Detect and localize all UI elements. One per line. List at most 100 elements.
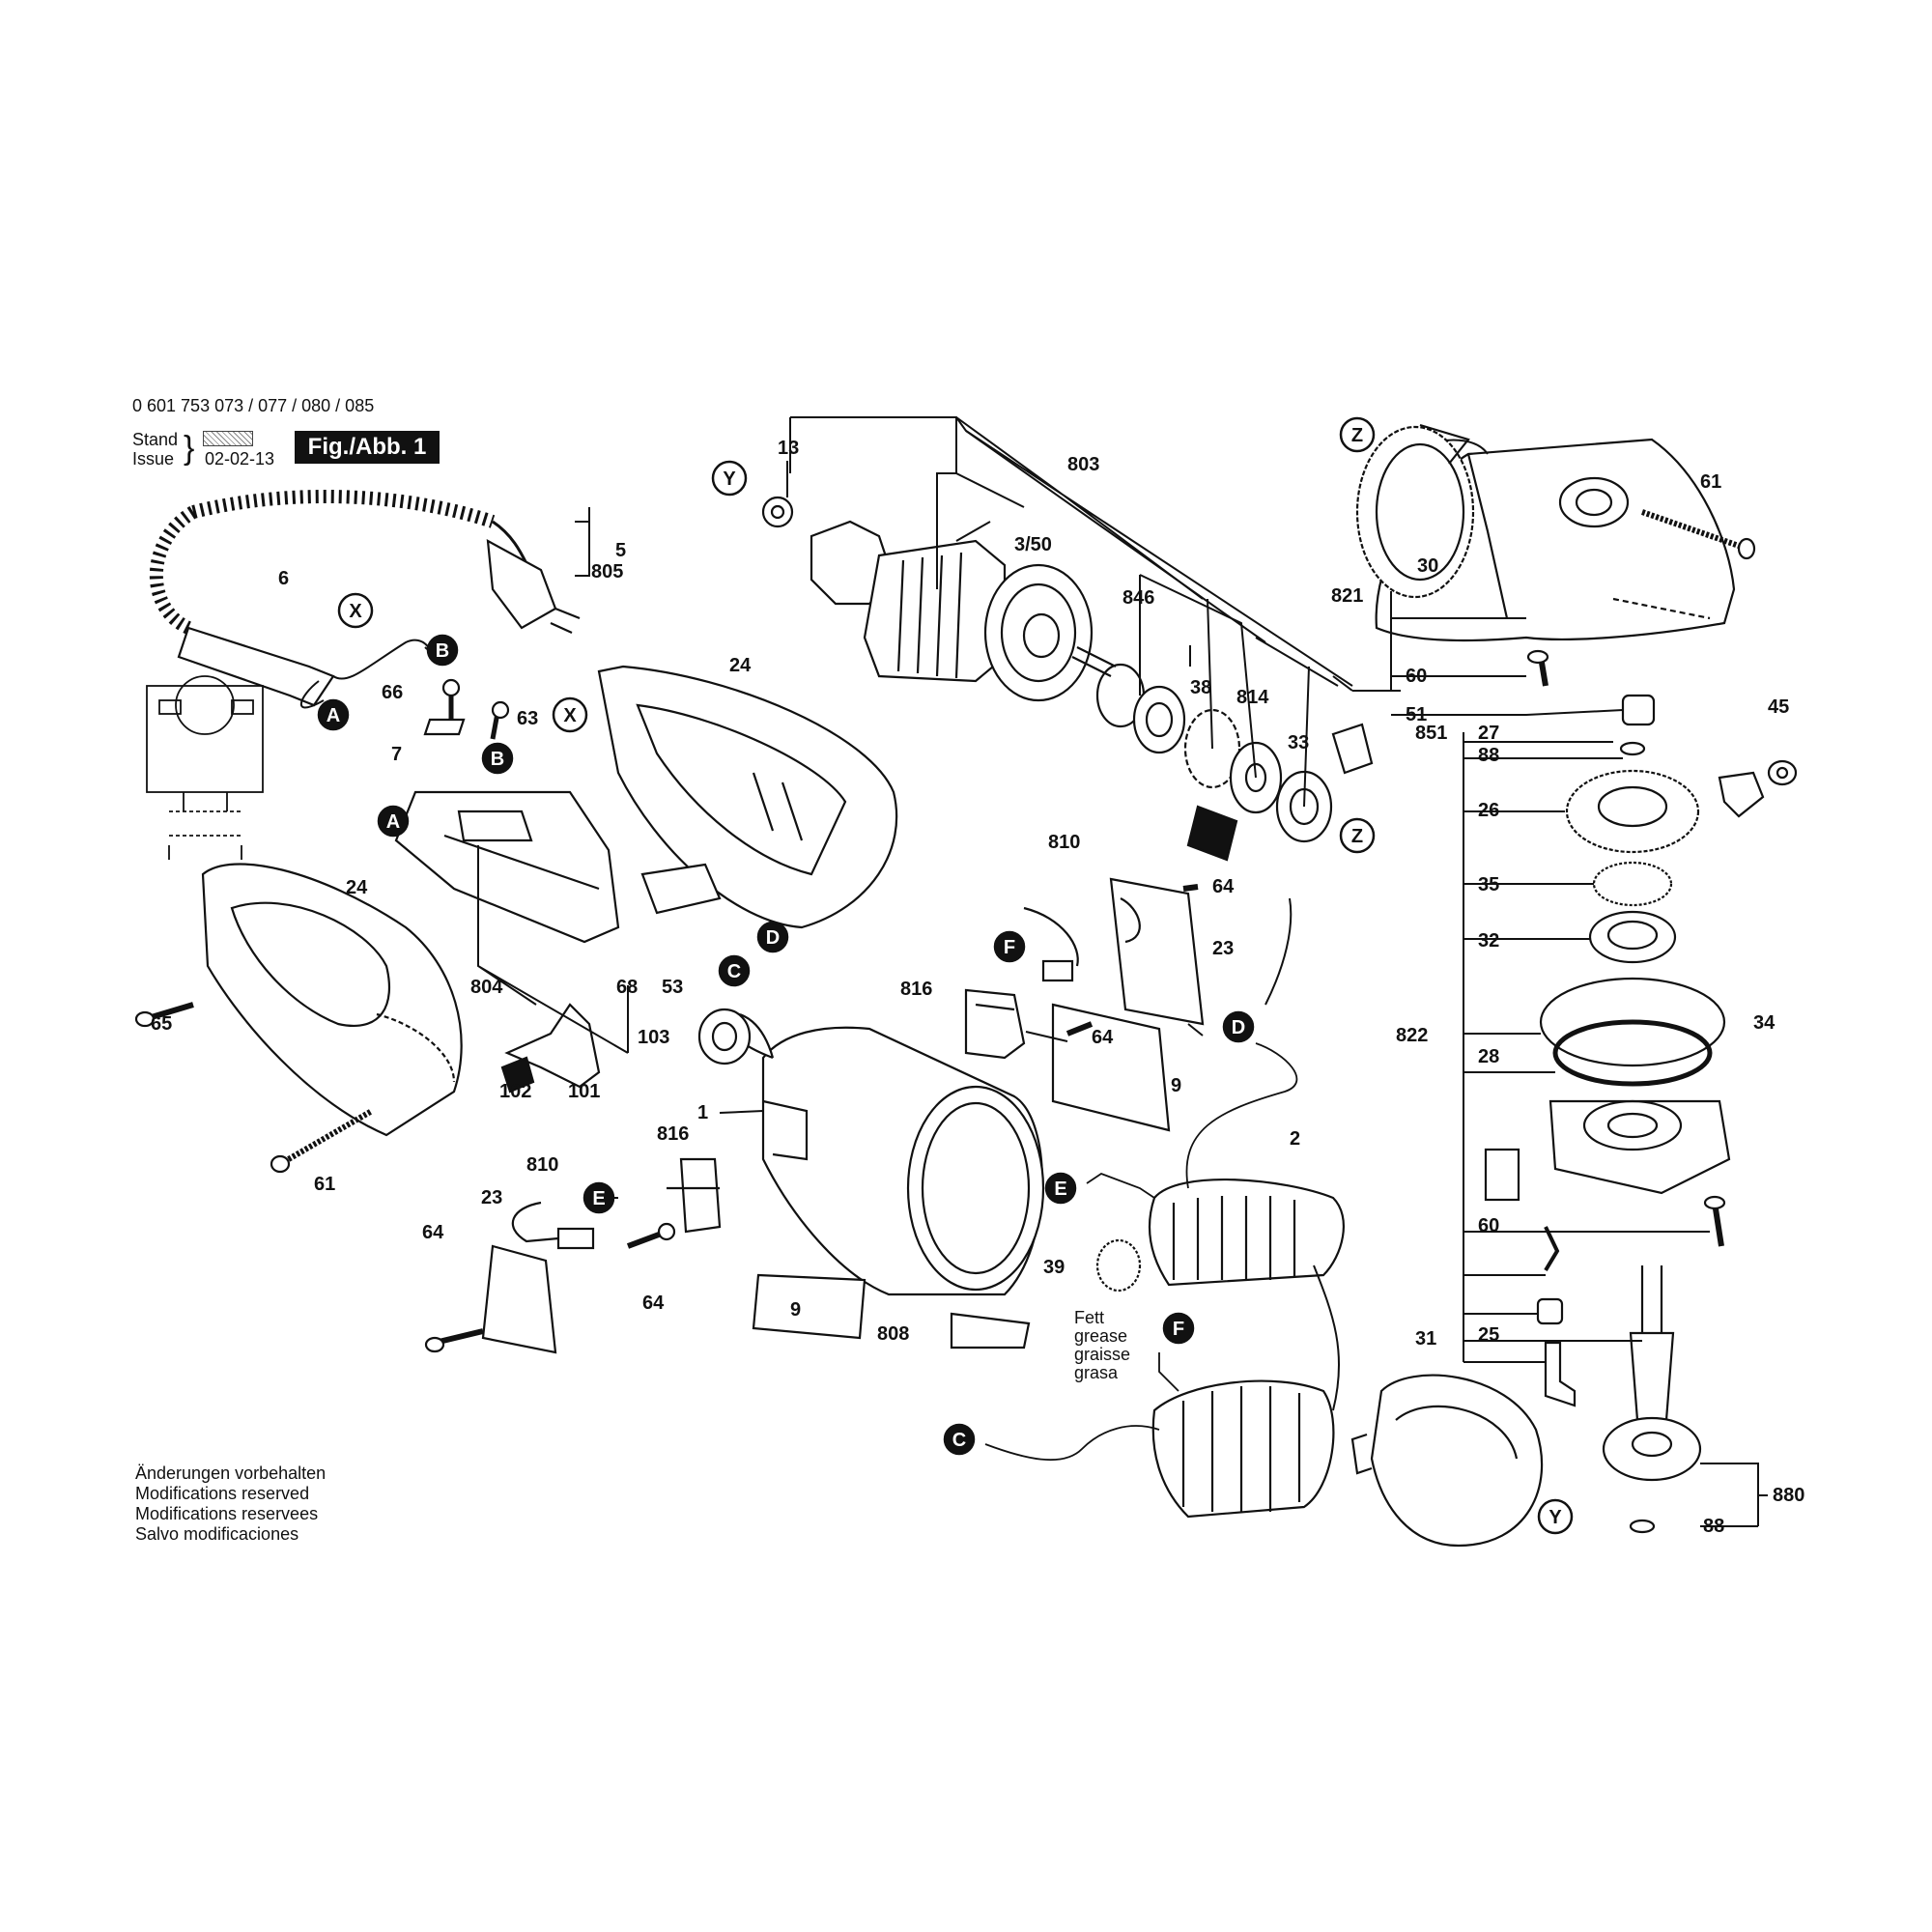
part-label-810-upper: 810 [1048,832,1080,853]
bracket-symbol: } [184,430,195,467]
part-label-24-upper: 24 [729,655,752,676]
bevel-gear-30 [1355,423,1475,599]
gear-stack [1484,741,1731,1534]
connector-b-switch [481,742,514,775]
connector-b-cord-letter: B [436,640,449,662]
connector-markers [317,416,1574,1535]
part-label-5: 5 [615,540,626,561]
armature [761,496,1117,702]
connector-x-cord [337,592,374,629]
notice-line: Modifications reserved [135,1484,310,1503]
connector-letters: X B A Y X B A D C Z Z F D E E F C Y [327,425,1563,1528]
connector-z-top-letter: Z [1351,425,1363,446]
part-label-26: 26 [1478,800,1499,821]
connector-c-lower [943,1423,976,1456]
connector-f-upper [993,930,1026,963]
part-label-25: 25 [1478,1324,1499,1346]
motor-housing [722,1012,1045,1350]
part-label-64-left: 64 [422,1222,444,1243]
connector-d-right [1222,1010,1255,1043]
connector-e-right [1044,1172,1077,1205]
part-label-880: 880 [1773,1485,1804,1506]
wires [984,1042,1298,1462]
part-label-27: 27 [1478,723,1499,744]
grease-note-line: grasa [1074,1363,1119,1382]
connector-x-cord-letter: X [349,601,362,622]
switch-assembly [394,678,722,944]
housing-half-24-lower [134,863,463,1174]
part-label-6: 6 [278,568,289,589]
connector-z-top [1339,416,1376,453]
part-label-65: 65 [151,1013,172,1035]
grease-note-line: Fett [1074,1308,1105,1327]
brush-holder-816a [964,988,1026,1060]
brush-holder-816b [667,1157,722,1234]
part-label-816-lower: 816 [657,1123,689,1145]
connector-e-left [582,1181,615,1214]
field-coil-upper [1148,1178,1345,1287]
part-label-51: 51 [1406,704,1427,725]
part-label-1: 1 [697,1102,708,1123]
stand-label: Stand [132,430,179,449]
part-label-821: 821 [1331,585,1363,607]
connector-d-switch [756,921,789,953]
part-label-804: 804 [470,977,503,998]
connector-e-right-letter: E [1054,1179,1066,1200]
connector-z-bearing [1339,817,1376,854]
housing-half-24-upper [597,665,898,929]
part-label-103: 103 [638,1027,669,1048]
part-label-851: 851 [1415,723,1447,744]
part-label-9-lower: 9 [790,1299,801,1321]
part-label-61-top: 61 [1700,471,1721,493]
issue-label: Issue [132,449,175,469]
part-label-31: 31 [1415,1328,1436,1350]
wiring-schematic [146,675,264,860]
part-label-64-lower: 64 [642,1293,665,1314]
part-label-30: 30 [1417,555,1438,577]
connector-c-lower-letter: C [952,1430,966,1451]
part-label-33: 33 [1288,732,1309,753]
bearing-103 [697,1008,752,1065]
part-label-102: 102 [499,1081,531,1102]
part-label-39: 39 [1043,1257,1065,1278]
notice-line: Änderungen vorbehalten [135,1463,327,1483]
part-label-38: 38 [1190,677,1211,698]
grease-note-line: grease [1074,1326,1128,1346]
end-cap-23b [424,884,1199,1354]
wheel-guard [1350,1374,1544,1548]
bearing-39 [1095,1238,1142,1293]
part-label-846: 846 [1122,587,1154,609]
grease-note: Fett grease graisse grasa [1074,1309,1130,1382]
part-label-64-upper: 64 [1212,876,1235,897]
connector-f-upper-letter: F [1004,937,1015,958]
part-label-88-bottom: 88 [1703,1516,1724,1537]
part-label-816-upper: 816 [900,979,932,1000]
part-label-45: 45 [1768,696,1789,718]
part-label-60-top: 60 [1406,666,1427,687]
connector-a-switch [377,805,410,838]
part-label-814: 814 [1236,687,1269,708]
part-label-101: 101 [568,1081,600,1102]
part-label-28: 28 [1478,1046,1499,1067]
part-label-53: 53 [662,977,683,998]
part-label-88-top: 88 [1478,745,1499,766]
part-label-60-mid: 60 [1478,1215,1499,1236]
screws-top-right [1526,509,1798,818]
figure-label: Fig./Abb. 1 [295,431,440,464]
connector-d-right-letter: D [1232,1017,1245,1038]
connector-y-top [711,460,748,497]
field-coil-lower [1151,1379,1335,1519]
brush-810b [511,1201,595,1250]
connector-c-switch [718,954,751,987]
part-labels: 13 803 3/50 846 38 814 33 61 30 821 60 5… [151,438,1804,1537]
part-label-63: 63 [517,708,538,729]
part-label-810-lower: 810 [526,1154,558,1176]
part-label-822: 822 [1396,1025,1428,1046]
connector-x-handle-letter: X [563,705,577,726]
stand-value-struck [203,431,253,446]
part-label-805: 805 [591,561,623,582]
brush-810a [1023,906,1079,982]
leader-lines [477,416,1768,1527]
grease-note-line: graisse [1074,1345,1131,1364]
connector-y-top-letter: Y [723,469,736,490]
